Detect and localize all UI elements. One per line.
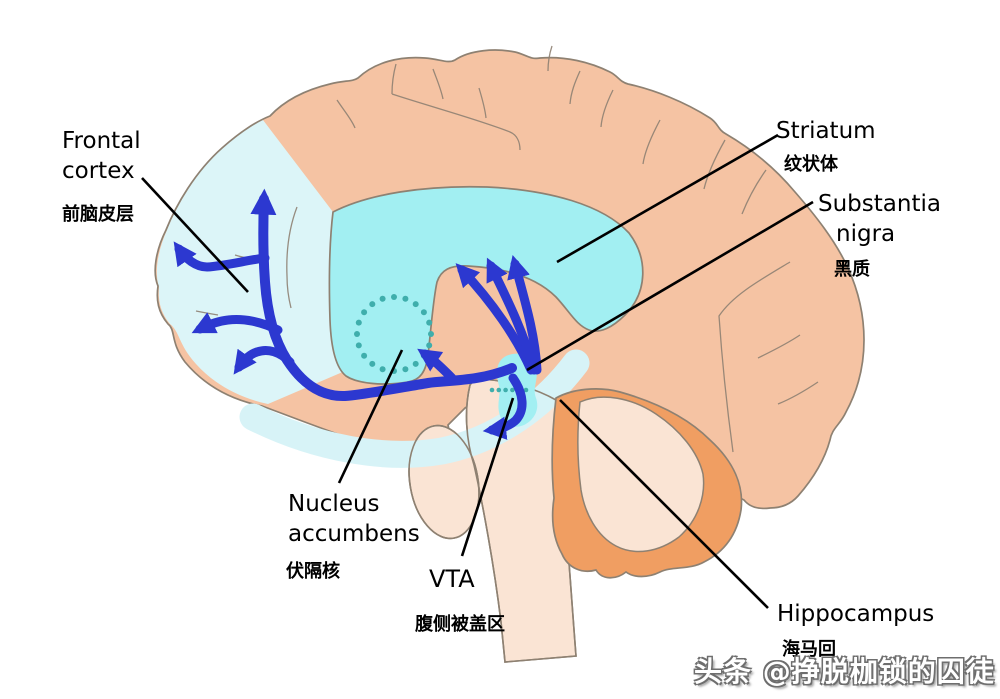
label-vta-en: VTA (429, 565, 475, 593)
frontal-branch-arrow-3 (233, 345, 295, 375)
leader-nucleus-accumbens (337, 349, 404, 484)
label-frontal-cortex-en1: Frontal (62, 128, 141, 154)
nigrostriatal-arrow-3 (507, 254, 542, 375)
label-hippocampus-en: Hippocampus (777, 601, 935, 627)
hippocampus-band (239, 349, 590, 468)
label-hippocampus: Hippocampus 海马回 (777, 599, 934, 661)
hippocampal-arrow (482, 373, 527, 440)
label-frontal-cortex-zh: 前脑皮层 (62, 204, 134, 225)
brainstem-outline (465, 378, 577, 663)
label-hippocampus-zh: 海马回 (782, 639, 836, 660)
label-vta-zh: 腹侧被盖区 (415, 614, 505, 635)
label-substantia-nigra-en1: Substantia (818, 191, 941, 217)
sn-vta-dotted-divider (489, 387, 529, 393)
leader-hippocampus (559, 399, 769, 609)
nucleus-accumbens-arrow (417, 348, 457, 383)
frontal-branch-arrow-2 (191, 312, 283, 335)
label-substantia-nigra-zh: 黑质 (834, 259, 870, 280)
frontal-branch-arrow-1 (173, 241, 270, 272)
leader-striatum (556, 133, 779, 264)
label-nucleus-accumbens: Nucleus accumbens 伏隔核 (286, 489, 420, 583)
label-striatum: Striatum 纹状体 (776, 116, 876, 176)
leader-frontal-cortex (141, 177, 249, 293)
watermark: 头条 @挣脱枷锁的囚徒 (694, 655, 995, 688)
leader-substantia-nigra (526, 200, 814, 372)
label-frontal-cortex-en2: cortex (62, 158, 135, 184)
label-striatum-en: Striatum (776, 118, 876, 144)
pons-outline (408, 424, 480, 540)
label-nucleus-accumbens-en2: accumbens (288, 521, 420, 547)
leader-vta (460, 397, 515, 557)
nigrostriatal-arrow-2 (486, 257, 539, 375)
label-vta: VTA 腹侧被盖区 (415, 564, 505, 636)
label-substantia-nigra-en2: nigra (836, 221, 896, 247)
label-nucleus-accumbens-zh: 伏隔核 (286, 561, 340, 582)
label-striatum-zh: 纹状体 (784, 154, 838, 175)
mesocortical-pathway-trunk (250, 188, 517, 401)
label-nucleus-accumbens-en1: Nucleus (288, 491, 380, 517)
dopamine-pathways (173, 188, 542, 440)
label-substantia-nigra: Substantia nigra 黑质 (818, 189, 941, 281)
nigrostriatal-arrow-1 (455, 263, 536, 375)
label-frontal-cortex: Frontal cortex 前脑皮层 (62, 126, 141, 226)
leader-lines (141, 133, 814, 609)
